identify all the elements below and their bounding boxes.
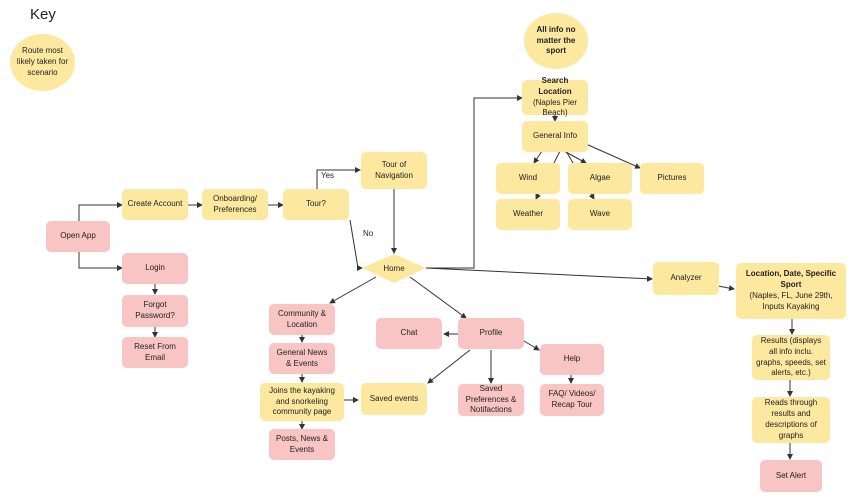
wind-node: Wind (496, 163, 560, 194)
reads-results-node: Reads through results and descriptions o… (752, 397, 830, 443)
analyzer-node: Analyzer (653, 262, 719, 295)
edge-home-search (426, 95, 523, 269)
home-label: Home (383, 263, 405, 273)
reset-email-node: Reset From Email (122, 337, 188, 368)
edge-label-yes: Yes (321, 171, 335, 180)
edge-openapp-createaccount (78, 202, 123, 221)
faq-node: FAQ/ Videos/ Recap Tour (540, 384, 604, 416)
location-date-node: Location, Date, Specific Sport (Naples, … (736, 263, 846, 319)
weather-node: Weather (496, 199, 560, 230)
edge-label-no: No (363, 229, 374, 238)
pictures-node: Pictures (640, 163, 704, 194)
edge-home-profile (409, 276, 467, 319)
edge-analyzer-location (717, 285, 735, 292)
key-title: Key (30, 6, 56, 23)
joins-community-node: Joins the kayaking and snorkeling commun… (260, 383, 344, 421)
wave-node: Wave (568, 199, 632, 230)
edge-tour-no (349, 219, 363, 271)
onboarding-node: Onboarding/ Preferences (202, 189, 268, 220)
edge-openapp-login (78, 252, 123, 271)
home-diamond (362, 254, 426, 283)
open-app-node: Open App (46, 221, 110, 252)
edge-general-wind (533, 150, 543, 164)
key-legend-circle: Route most likely taken for scenario (10, 34, 75, 91)
location-date-sub: (Naples, FL, June 29th, Inputs Kayaking (749, 291, 833, 311)
results-node: Results (displays all info inclu. graphs… (752, 335, 830, 380)
saved-events-node: Saved events (361, 383, 427, 415)
edge-tour-yes (316, 167, 361, 189)
posts-news-node: Posts, News & Events (269, 429, 335, 460)
login-node: Login (122, 253, 188, 284)
edge-profile-saved (427, 349, 471, 384)
edge-home-analyzer (425, 267, 653, 282)
search-location-sub: (Naples Pier Beach) (532, 97, 577, 118)
search-location-label: Search Location (538, 75, 572, 96)
search-location-node: Search Location (Naples Pier Beach) (522, 76, 588, 117)
general-news-node: General News & Events (269, 343, 335, 374)
saved-preferences-node: Saved Preferences & Notifactions (458, 384, 524, 416)
tour-navigation-node: Tour of Navigation (361, 152, 427, 189)
location-date-label: Location, Date, Specific Sport (745, 269, 837, 290)
create-account-node: Create Account (122, 189, 188, 220)
community-location-node: Community & Location (269, 304, 335, 335)
general-info-node: General Info (522, 121, 588, 152)
edge-home-community (329, 276, 377, 304)
tour-question-node: Tour? (283, 189, 349, 220)
forgot-password-node: Forgot Password? (122, 295, 188, 327)
chat-node: Chat (376, 318, 442, 349)
all-info-circle: All info no matter the sport (524, 13, 588, 69)
edge-profile-help (523, 340, 540, 351)
profile-node: Profile (458, 318, 524, 349)
help-node: Help (540, 344, 604, 375)
algae-node: Algae (568, 163, 632, 194)
set-alert-node: Set Alert (760, 460, 822, 492)
